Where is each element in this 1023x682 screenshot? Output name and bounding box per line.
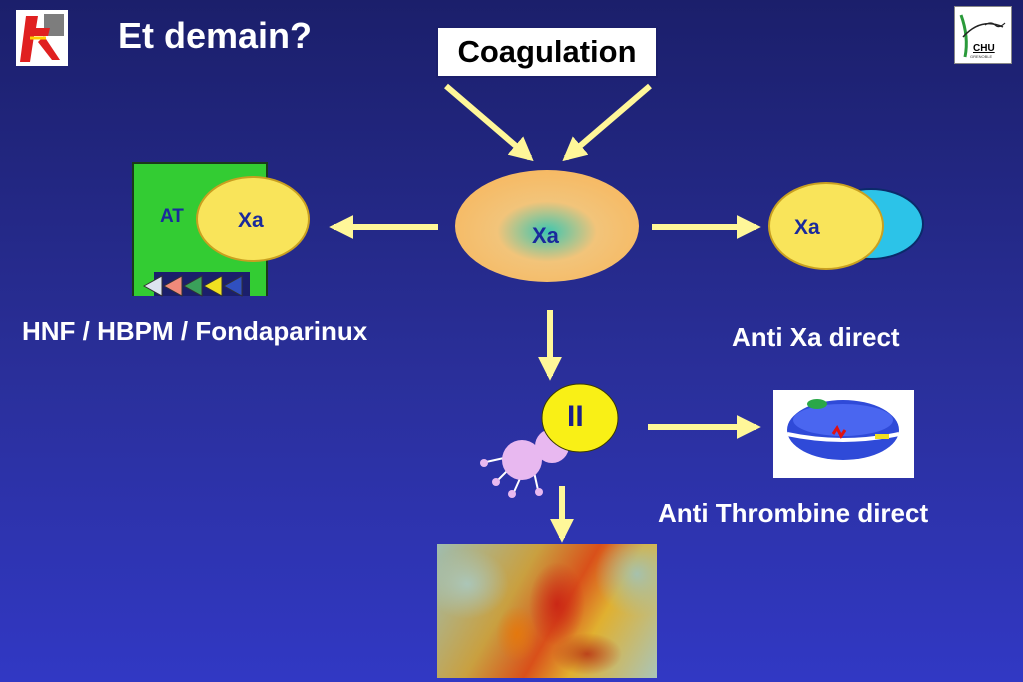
- direct-bound-xa: [768, 182, 884, 270]
- at-complex-xa-label: Xa: [238, 209, 264, 232]
- prothrombin-molecule: [480, 383, 619, 498]
- heparin-chain: [142, 275, 243, 297]
- left-logo: [16, 10, 68, 66]
- chu-logo-text: CHU: [973, 43, 995, 54]
- xa-enzyme: [455, 170, 639, 282]
- prothrombin-label: II: [567, 400, 584, 433]
- chu-logo-subtext: GRENOBLE: [970, 54, 993, 59]
- chu-logo: CHU GRENOBLE: [954, 6, 1012, 64]
- arrow-coag-right: [562, 83, 652, 162]
- xa-enzyme-label: Xa: [532, 223, 559, 248]
- label-anti-xa-direct: Anti Xa direct: [732, 322, 900, 352]
- slide-title: Et demain?: [118, 15, 313, 56]
- at-label: AT: [160, 206, 184, 227]
- at-bound-xa: [196, 176, 310, 262]
- arrow-coag-left: [444, 83, 534, 162]
- blood-clot-image: [437, 544, 657, 678]
- direct-complex-xa-label: Xa: [794, 216, 820, 239]
- thrombin-structure-image: [773, 390, 914, 478]
- coagulation-box: Coagulation: [436, 26, 658, 78]
- at-molecule-foot: [134, 272, 154, 296]
- label-anti-thrombin-direct: Anti Thrombine direct: [658, 498, 929, 528]
- label-heparins: HNF / HBPM / Fondaparinux: [22, 316, 368, 346]
